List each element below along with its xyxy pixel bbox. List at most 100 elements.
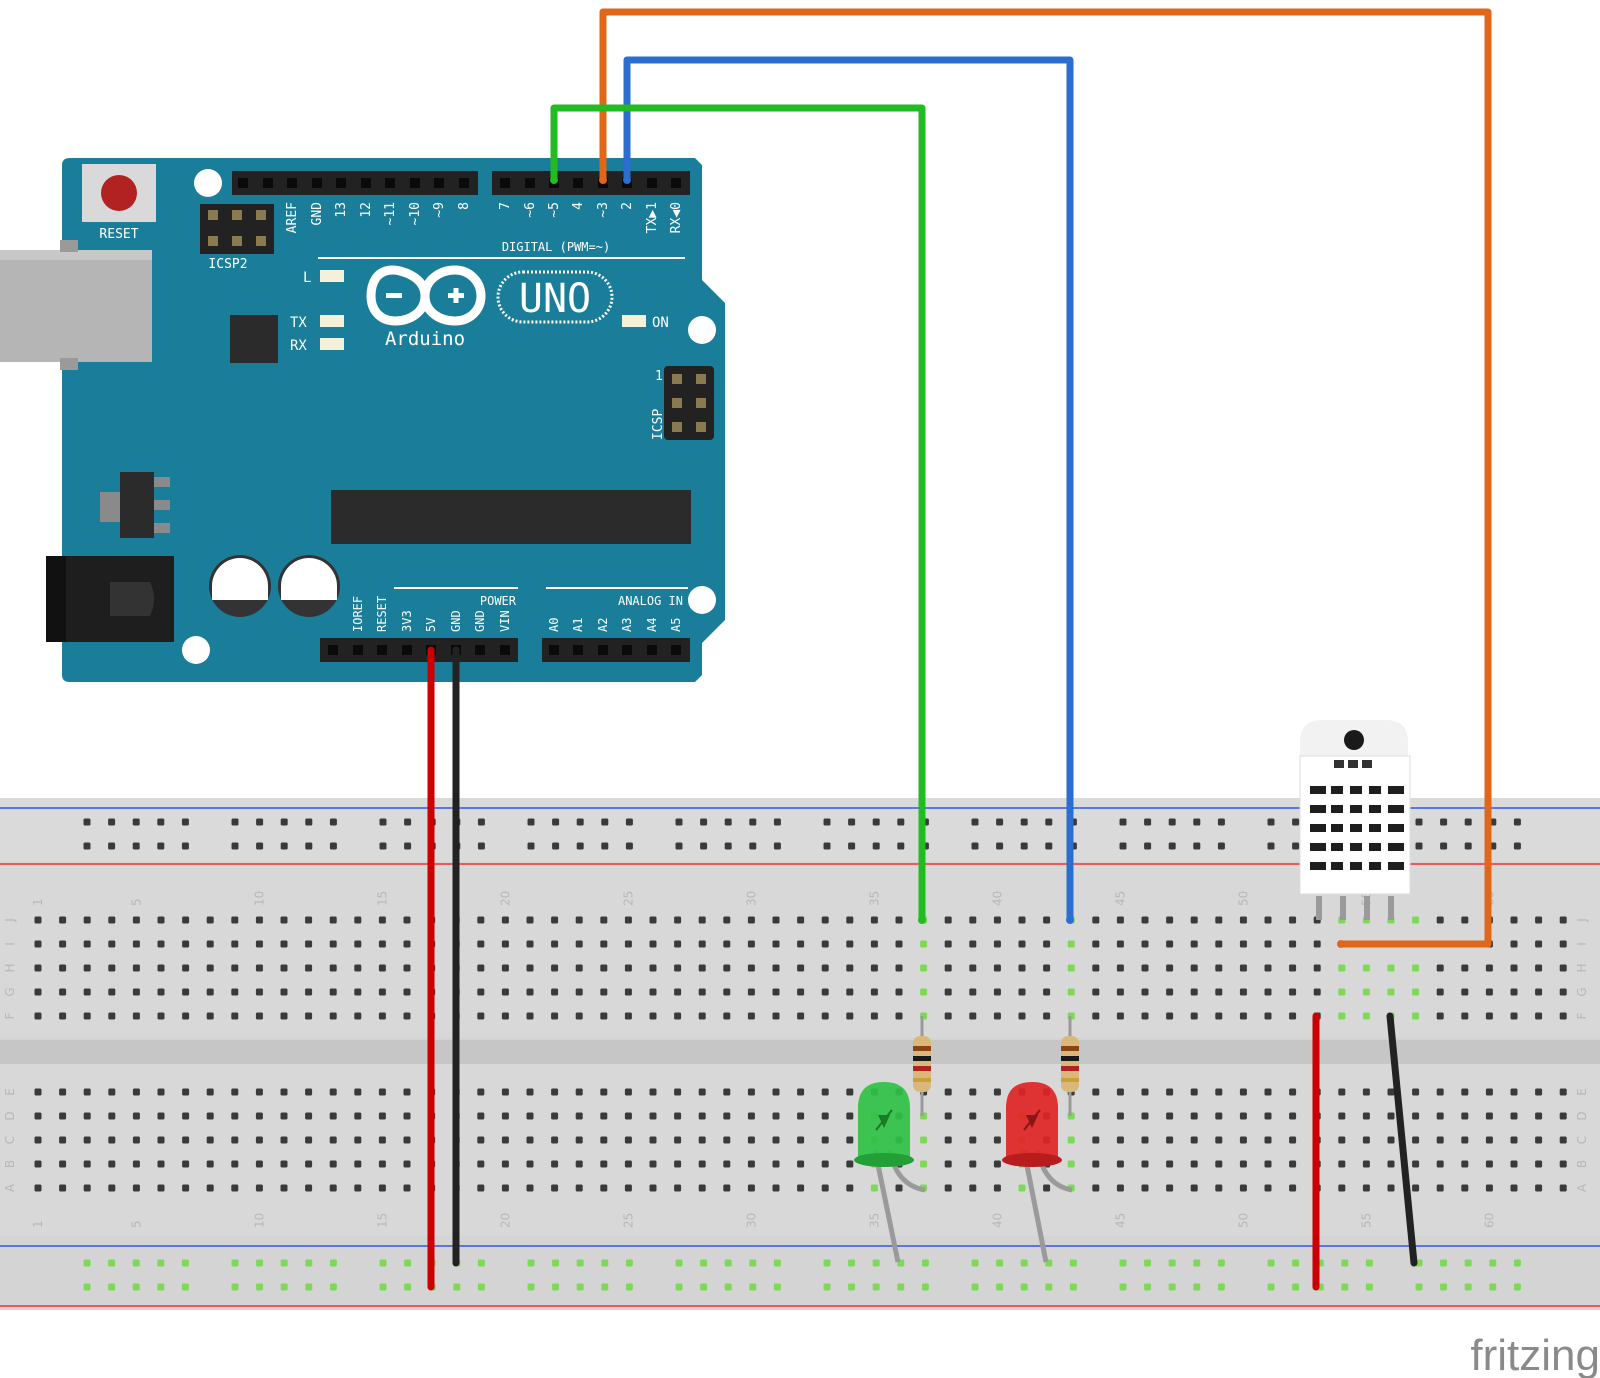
- breadboard-hole: [1338, 1160, 1346, 1168]
- breadboard-hole: [649, 916, 657, 924]
- breadboard-hole: [501, 940, 509, 948]
- rail-hole: [675, 842, 683, 850]
- breadboard-hole: [1190, 1184, 1198, 1192]
- breadboard-hole: [34, 916, 42, 924]
- breadboard-hole: [34, 940, 42, 948]
- breadboard-hole: [1141, 1112, 1149, 1120]
- breadboard-hole: [698, 1160, 706, 1168]
- breadboard-hole: [477, 1160, 485, 1168]
- column-number: 10: [252, 1213, 266, 1228]
- breadboard-hole: [526, 1136, 534, 1144]
- breadboard-hole: [157, 1088, 165, 1096]
- breadboard-hole: [1362, 1012, 1370, 1020]
- rail-hole: [404, 842, 412, 850]
- breadboard-hole: [501, 1112, 509, 1120]
- rail-hole: [280, 1259, 288, 1267]
- breadboard-hole: [624, 1136, 632, 1144]
- row-letter: C: [1575, 1136, 1589, 1144]
- breadboard-hole: [821, 1088, 829, 1096]
- column-number: 1: [31, 898, 45, 906]
- breadboard-hole: [1215, 916, 1223, 924]
- header-pin: [500, 645, 510, 655]
- row-letter: H: [3, 963, 17, 972]
- rail-hole: [132, 818, 140, 826]
- breadboard-hole: [821, 988, 829, 996]
- breadboard-hole: [206, 916, 214, 924]
- breadboard-hole: [157, 1112, 165, 1120]
- rail-hole: [1168, 1283, 1176, 1291]
- rail-hole: [897, 818, 905, 826]
- rail-hole: [1193, 1259, 1201, 1267]
- grille-slot: [1388, 824, 1404, 832]
- breadboard-hole: [1362, 1136, 1370, 1144]
- column-number: 50: [1236, 1213, 1250, 1228]
- breadboard-hole: [255, 1184, 263, 1192]
- breadboard-hole: [255, 1136, 263, 1144]
- rail-hole: [477, 1259, 485, 1267]
- breadboard-hole: [354, 1160, 362, 1168]
- breadboard-hole: [870, 1184, 878, 1192]
- grille-slot: [1350, 786, 1362, 794]
- breadboard-hole: [797, 1136, 805, 1144]
- breadboard-hole: [993, 1184, 1001, 1192]
- rail-hole: [379, 1283, 387, 1291]
- breadboard-hole: [772, 988, 780, 996]
- breadboard-hole: [551, 964, 559, 972]
- breadboard-hole: [895, 988, 903, 996]
- column-number: 45: [1113, 891, 1127, 906]
- breadboard-hole: [1215, 1136, 1223, 1144]
- led-red: [1002, 1082, 1073, 1263]
- power-pin-label: VIN: [498, 610, 512, 632]
- breadboard-hole: [1018, 940, 1026, 948]
- breadboard-hole: [551, 940, 559, 948]
- breadboard-hole: [157, 1136, 165, 1144]
- breadboard-hole: [649, 988, 657, 996]
- header-pin: [385, 178, 395, 188]
- breadboard-hole: [1289, 1184, 1297, 1192]
- rail-hole: [1267, 1283, 1275, 1291]
- rail-hole: [1045, 1283, 1053, 1291]
- breadboard-hole: [1338, 964, 1346, 972]
- breadboard-hole: [378, 1160, 386, 1168]
- breadboard-hole: [1264, 940, 1272, 948]
- breadboard-hole: [231, 1088, 239, 1096]
- breadboard-hole: [1190, 988, 1198, 996]
- breadboard-hole: [846, 1012, 854, 1020]
- rail-hole: [108, 842, 116, 850]
- led-green: [854, 1082, 926, 1263]
- rail-hole: [231, 1259, 239, 1267]
- atmega-chip: [331, 490, 691, 544]
- breadboard-hole: [1412, 1112, 1420, 1120]
- breadboard-hole: [34, 1184, 42, 1192]
- rail-hole: [157, 1259, 165, 1267]
- breadboard-hole: [83, 988, 91, 996]
- breadboard-hole: [231, 940, 239, 948]
- breadboard-hole: [920, 964, 928, 972]
- column-number: 20: [498, 1213, 512, 1228]
- breadboard-hole: [747, 940, 755, 948]
- rail-hole: [379, 1259, 387, 1267]
- breadboard-hole: [403, 940, 411, 948]
- breadboard-hole: [157, 916, 165, 924]
- breadboard-hole: [354, 964, 362, 972]
- rail-hole: [1365, 1259, 1373, 1267]
- breadboard-hole: [1092, 916, 1100, 924]
- breadboard-hole: [821, 916, 829, 924]
- breadboard-hole: [624, 1184, 632, 1192]
- breadboard-hole: [403, 964, 411, 972]
- breadboard-hole: [1387, 1112, 1395, 1120]
- breadboard-hole: [206, 1160, 214, 1168]
- breadboard-hole: [108, 1112, 116, 1120]
- arduino-uno-board: RESET ICSP2 L TX RX UNO Arduino ON: [0, 158, 725, 682]
- rail-hole: [404, 1259, 412, 1267]
- breadboard-hole: [1239, 988, 1247, 996]
- breadboard-hole: [132, 916, 140, 924]
- breadboard-hole: [1141, 964, 1149, 972]
- breadboard-hole: [501, 964, 509, 972]
- breadboard-hole: [403, 1012, 411, 1020]
- rail-hole: [1069, 1283, 1077, 1291]
- column-number: 40: [990, 1213, 1004, 1228]
- breadboard-hole: [1510, 1012, 1518, 1020]
- usb-connector: [0, 250, 152, 362]
- rail-hole: [305, 1283, 313, 1291]
